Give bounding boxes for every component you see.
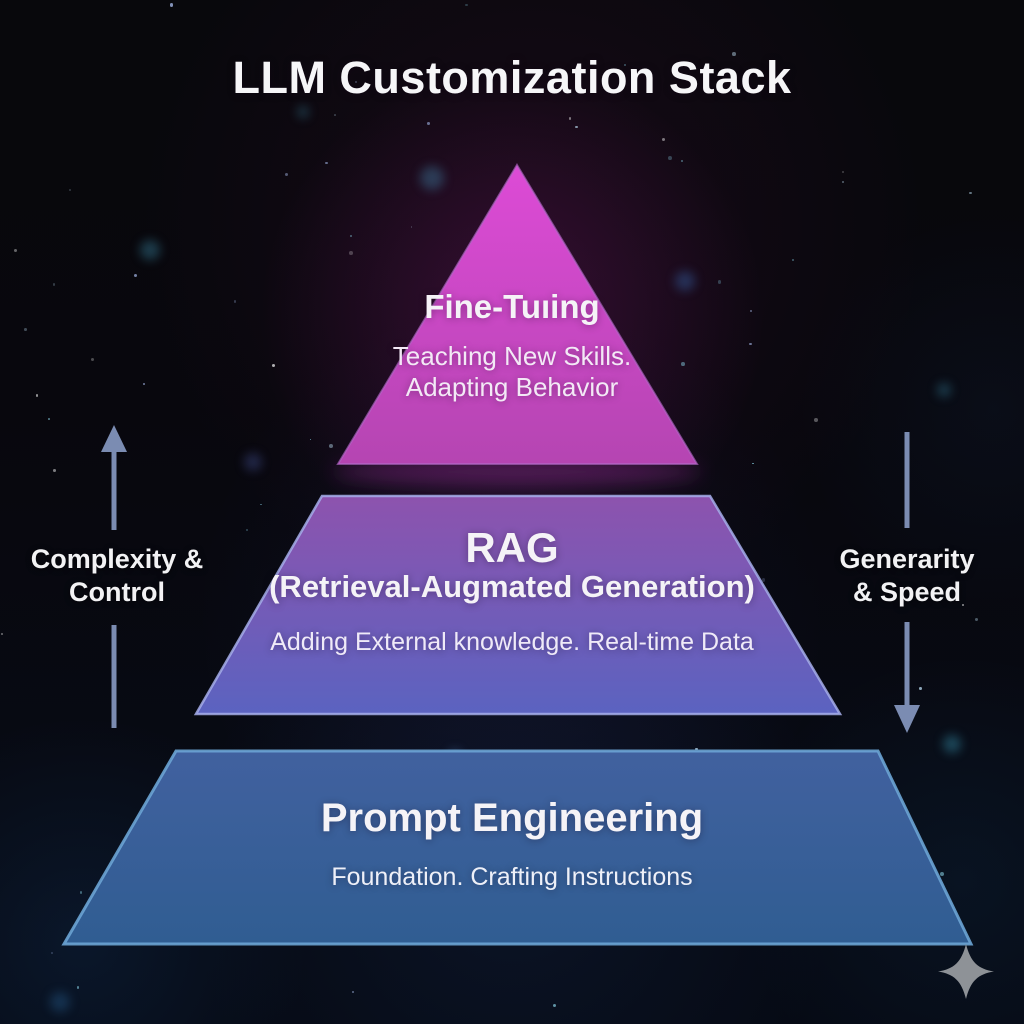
up-arrowhead-icon [101, 425, 127, 452]
star [233, 300, 236, 303]
star [0, 632, 3, 635]
star [661, 137, 666, 142]
bokeh-glow [420, 166, 444, 190]
star [731, 52, 736, 57]
star [792, 259, 795, 262]
prompt-engineering-trapezoid [61, 749, 974, 946]
star [260, 503, 262, 506]
rag-trapezoid [193, 494, 843, 716]
tier-prompt-engineering-label: Prompt Engineering [320, 796, 704, 840]
tier-fine-tuning-subtitle-line2: Adapting Behavior [405, 372, 619, 402]
star [333, 114, 336, 117]
star [975, 617, 979, 621]
bokeh-glow [943, 735, 961, 753]
triangle-base-glow [332, 459, 702, 485]
star [939, 872, 944, 877]
sparkle-icon [938, 944, 994, 999]
star [969, 191, 972, 195]
page-title: LLM Customization Stack [232, 52, 792, 103]
star [841, 180, 845, 184]
star [52, 283, 56, 287]
star [13, 248, 17, 252]
tier-prompt-engineering-subtitle: Foundation. Crafting Instructions [331, 863, 693, 891]
generality-label-line2: & Speed [852, 577, 962, 607]
bokeh-glow [675, 271, 695, 291]
star [464, 3, 468, 7]
generality-label-line1: Generarity [839, 544, 975, 574]
generality-axis-arrow [894, 432, 920, 733]
star [79, 891, 83, 894]
star [962, 603, 965, 607]
star [53, 469, 57, 472]
star [575, 125, 578, 129]
star [76, 986, 80, 989]
bokeh-glow [244, 453, 262, 471]
star [349, 234, 352, 238]
star [284, 172, 288, 176]
star [681, 160, 684, 163]
star [681, 362, 686, 366]
bokeh-glow [50, 992, 70, 1012]
star [354, 80, 358, 84]
star [668, 156, 672, 161]
complexity-control-label: Complexity & Control [22, 543, 212, 609]
complexity-axis-arrow [101, 425, 127, 728]
star [143, 383, 146, 385]
tier-fine-tuning-label: Fine-Tuıing [424, 288, 600, 325]
star [329, 444, 334, 449]
star [842, 171, 845, 174]
tier-rag-expansion: (Retrieval-Augmated Generation) [269, 569, 755, 604]
star [35, 394, 39, 398]
star [169, 3, 174, 7]
star [919, 687, 922, 691]
star [624, 63, 627, 67]
star [761, 578, 766, 582]
star [69, 188, 72, 191]
star [349, 251, 353, 256]
star [568, 117, 572, 120]
star [695, 747, 698, 750]
star [325, 161, 328, 164]
tier-rag-label: RAG [465, 524, 559, 571]
star [410, 226, 413, 229]
complexity-label-line2: Control [69, 577, 165, 607]
star [813, 417, 818, 422]
star [749, 342, 752, 346]
star [576, 86, 581, 90]
star [552, 1003, 557, 1008]
bokeh-glow [140, 240, 160, 260]
tier-fine-tuning-subtitle: Teaching New Skills. Adapting Behavior [0, 341, 1024, 403]
star [246, 529, 249, 532]
tier-fine-tuning-subtitle-line1: Teaching New Skills. [392, 341, 632, 371]
star [309, 438, 312, 441]
star [717, 280, 722, 284]
star [133, 274, 137, 278]
star [48, 418, 51, 420]
fine-tuning-triangle [336, 163, 699, 465]
star [271, 364, 275, 368]
down-arrowhead-icon [894, 705, 920, 733]
star [751, 462, 754, 465]
generality-speed-label: Generarity & Speed [817, 543, 997, 609]
star [90, 357, 95, 362]
star [50, 952, 53, 955]
star [427, 121, 431, 125]
tier-rag-subtitle: Adding External knowledge. Real-time Dat… [270, 628, 754, 656]
star [351, 991, 355, 994]
star [24, 328, 28, 331]
bokeh-glow [297, 106, 309, 118]
star [750, 309, 753, 312]
bokeh-glow [937, 383, 951, 397]
complexity-label-line1: Complexity & [30, 544, 204, 574]
